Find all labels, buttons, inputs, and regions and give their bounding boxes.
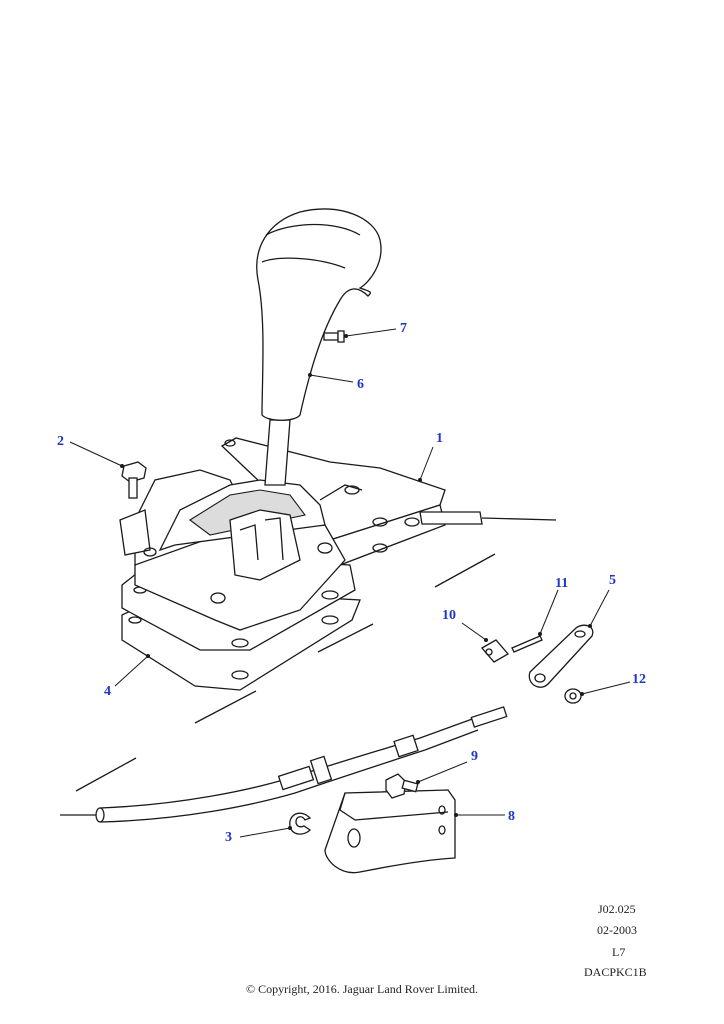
callout-8: 8 [508, 809, 515, 824]
bolt-drawing [121, 461, 147, 499]
knob-screw-drawing [323, 330, 345, 343]
lever-arm-drawing [528, 624, 594, 688]
selector-housing [119, 469, 363, 631]
callout-7: 7 [400, 321, 407, 336]
callout-10: 10 [442, 608, 456, 623]
callout-2: 2 [57, 434, 64, 449]
catalog-id: DACPKC1B [584, 965, 647, 979]
callout-11: 11 [555, 576, 569, 591]
reference-date: 02-2003 [597, 923, 637, 937]
leader-lines [69, 328, 631, 838]
retaining-clip-drawing [289, 812, 312, 835]
callout-4: 4 [104, 684, 111, 699]
bracket-bolt-drawing [385, 773, 419, 799]
reference-level: L7 [612, 945, 626, 959]
callout-1: 1 [436, 431, 443, 446]
gear-knob-drawing [256, 208, 382, 421]
cable-bracket-drawing [324, 789, 456, 874]
callout-3: 3 [225, 830, 232, 845]
bush-drawing [480, 639, 510, 663]
callout-5: 5 [609, 573, 616, 588]
reference-code: J02.025 [598, 902, 636, 916]
callout-12: 12 [632, 672, 646, 687]
selector-cable [60, 706, 508, 823]
callout-9: 9 [471, 749, 478, 764]
selector-rod [264, 419, 557, 525]
split-pin-drawing [511, 635, 543, 653]
copyright-notice: © Copyright, 2016. Jaguar Land Rover Lim… [245, 982, 479, 996]
guide-lines [75, 553, 496, 792]
callout-6: 6 [357, 377, 364, 392]
washer-drawing [564, 688, 582, 704]
